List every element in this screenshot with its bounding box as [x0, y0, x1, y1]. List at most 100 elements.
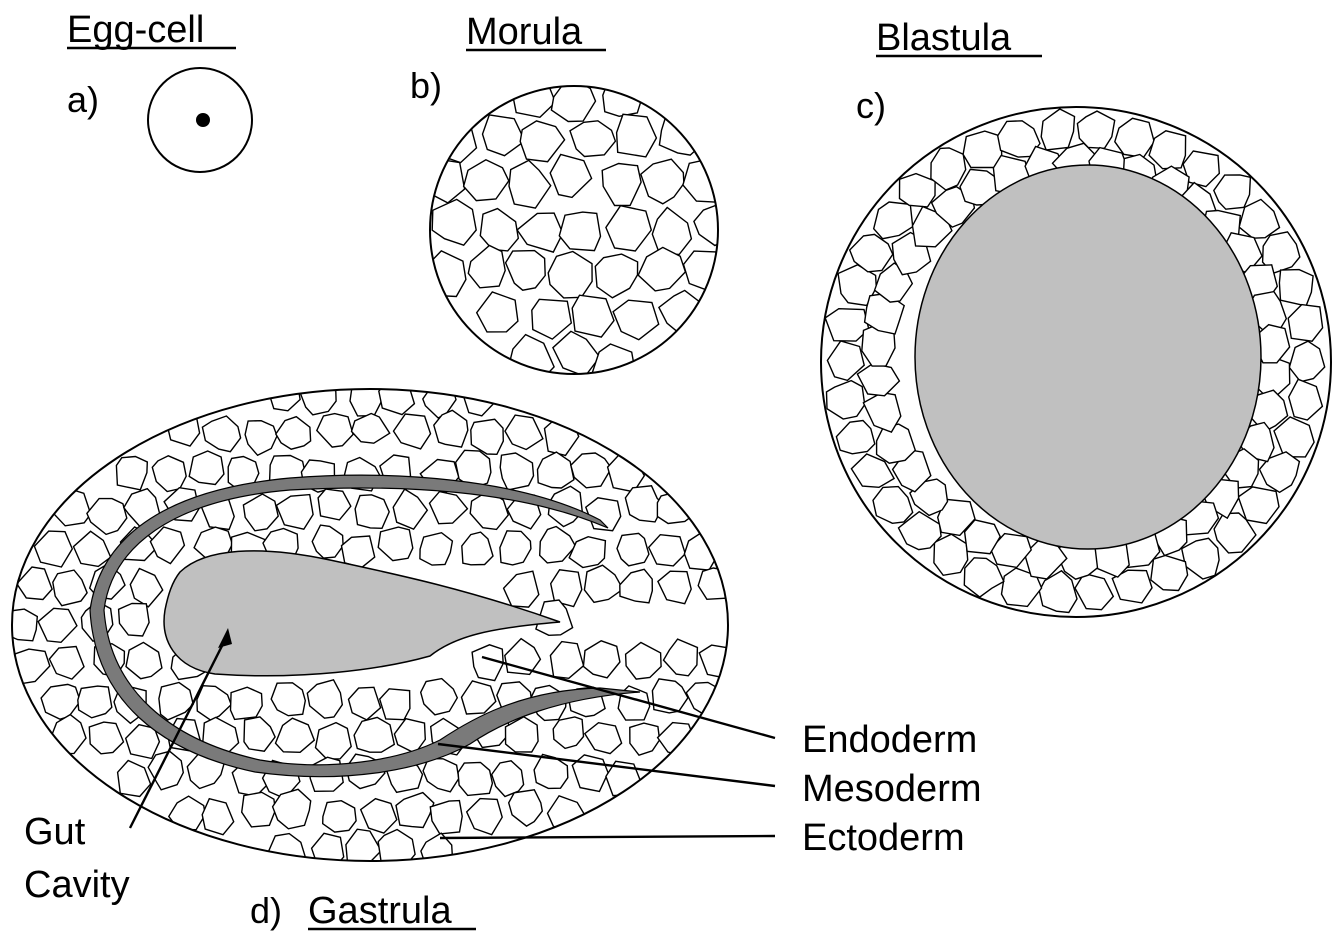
cell-shape [421, 679, 458, 715]
cell-shape [471, 419, 504, 454]
cell-shape [361, 799, 397, 833]
cell-shape [38, 608, 77, 642]
cell-shape [130, 569, 162, 607]
cell-shape [658, 571, 691, 604]
cell-shape [585, 723, 622, 754]
cell-shape [49, 647, 84, 680]
egg-cell-panel: Egg-cell a) [67, 9, 252, 172]
cell-shape [617, 533, 649, 565]
cell-shape [423, 159, 465, 203]
cell-shape [1149, 131, 1186, 169]
cell-shape [434, 120, 476, 163]
cell-shape [468, 246, 505, 288]
cell-shape [603, 75, 641, 116]
cell-shape [432, 199, 476, 245]
egg-cell-nucleus [196, 113, 210, 127]
cell-shape [1075, 573, 1113, 609]
cell-shape [152, 456, 186, 492]
cell-shape [658, 723, 694, 756]
cell-shape [242, 792, 276, 827]
cell-shape [664, 639, 698, 676]
cell-shape [608, 453, 645, 492]
cell-shape [352, 414, 390, 444]
cell-shape [626, 643, 662, 680]
cell-shape [520, 121, 564, 162]
cell-shape [202, 416, 240, 452]
cell-shape [509, 160, 551, 208]
cell-shape [396, 793, 434, 828]
gastrula-letter: d) [250, 890, 282, 931]
cell-shape [505, 415, 543, 449]
cell-shape [684, 534, 718, 570]
cell-shape [548, 252, 592, 298]
cell-shape [602, 164, 641, 206]
cell-shape [430, 801, 462, 834]
cell-shape [74, 531, 111, 566]
cell-shape [571, 453, 612, 488]
cell-shape [87, 499, 127, 535]
cell-shape [245, 421, 277, 456]
cell-shape [538, 452, 574, 488]
cell-shape [380, 689, 410, 720]
cell-shape [10, 649, 50, 684]
cell-shape [393, 489, 427, 529]
cell-shape [354, 717, 394, 752]
cell-shape [553, 717, 583, 748]
cell-shape [1115, 118, 1154, 157]
cell-shape [53, 570, 87, 606]
cell-shape [271, 683, 305, 716]
cell-shape [686, 682, 726, 715]
cell-shape [355, 495, 389, 529]
cell-shape [1289, 379, 1323, 420]
cell-shape [684, 251, 725, 290]
cell-shape [617, 114, 657, 157]
cell-shape [699, 645, 736, 677]
cell-shape [592, 344, 634, 387]
cell-shape [34, 531, 72, 567]
cell-shape [569, 537, 605, 568]
cell-shape [584, 565, 623, 602]
gastrula-title: Gastrula [308, 890, 452, 932]
cell-shape [1279, 270, 1313, 306]
cell-shape [480, 209, 518, 251]
cell-shape [683, 160, 729, 203]
cell-shape [504, 571, 539, 607]
egg-cell-title: Egg-cell [67, 9, 204, 51]
cell-shape [606, 206, 651, 251]
cell-shape [572, 295, 614, 337]
cell-shape [269, 834, 306, 869]
cell-shape [509, 335, 554, 380]
cell-shape [545, 416, 579, 455]
cell-shape [169, 796, 205, 830]
cell-shape [197, 686, 231, 721]
cell-shape [517, 213, 563, 252]
cell-shape [150, 527, 184, 564]
cell-shape [312, 525, 343, 558]
cell-shape [657, 492, 693, 524]
cell-shape [420, 533, 453, 565]
cell-shape [550, 155, 591, 198]
cell-shape [116, 457, 147, 490]
cell-shape [424, 251, 466, 297]
cell-shape [1041, 109, 1074, 150]
cell-shape [126, 642, 162, 678]
cell-shape [312, 833, 344, 870]
cell-shape [244, 717, 275, 751]
cell-shape [318, 489, 351, 520]
cell-shape [430, 492, 468, 524]
cell-shape [78, 686, 112, 718]
cell-shape [652, 208, 691, 255]
cell-shape [1077, 111, 1114, 148]
cell-shape [276, 417, 311, 450]
egg-cell-letter: a) [67, 79, 99, 120]
cell-shape [423, 759, 459, 792]
cell-shape [1214, 175, 1251, 209]
cell-shape [620, 569, 653, 603]
cell-shape [512, 73, 555, 117]
cell-shape [827, 381, 865, 419]
cell-shape [698, 568, 737, 599]
cell-shape [931, 148, 966, 190]
cell-shape [231, 687, 263, 719]
cell-shape [276, 718, 315, 752]
